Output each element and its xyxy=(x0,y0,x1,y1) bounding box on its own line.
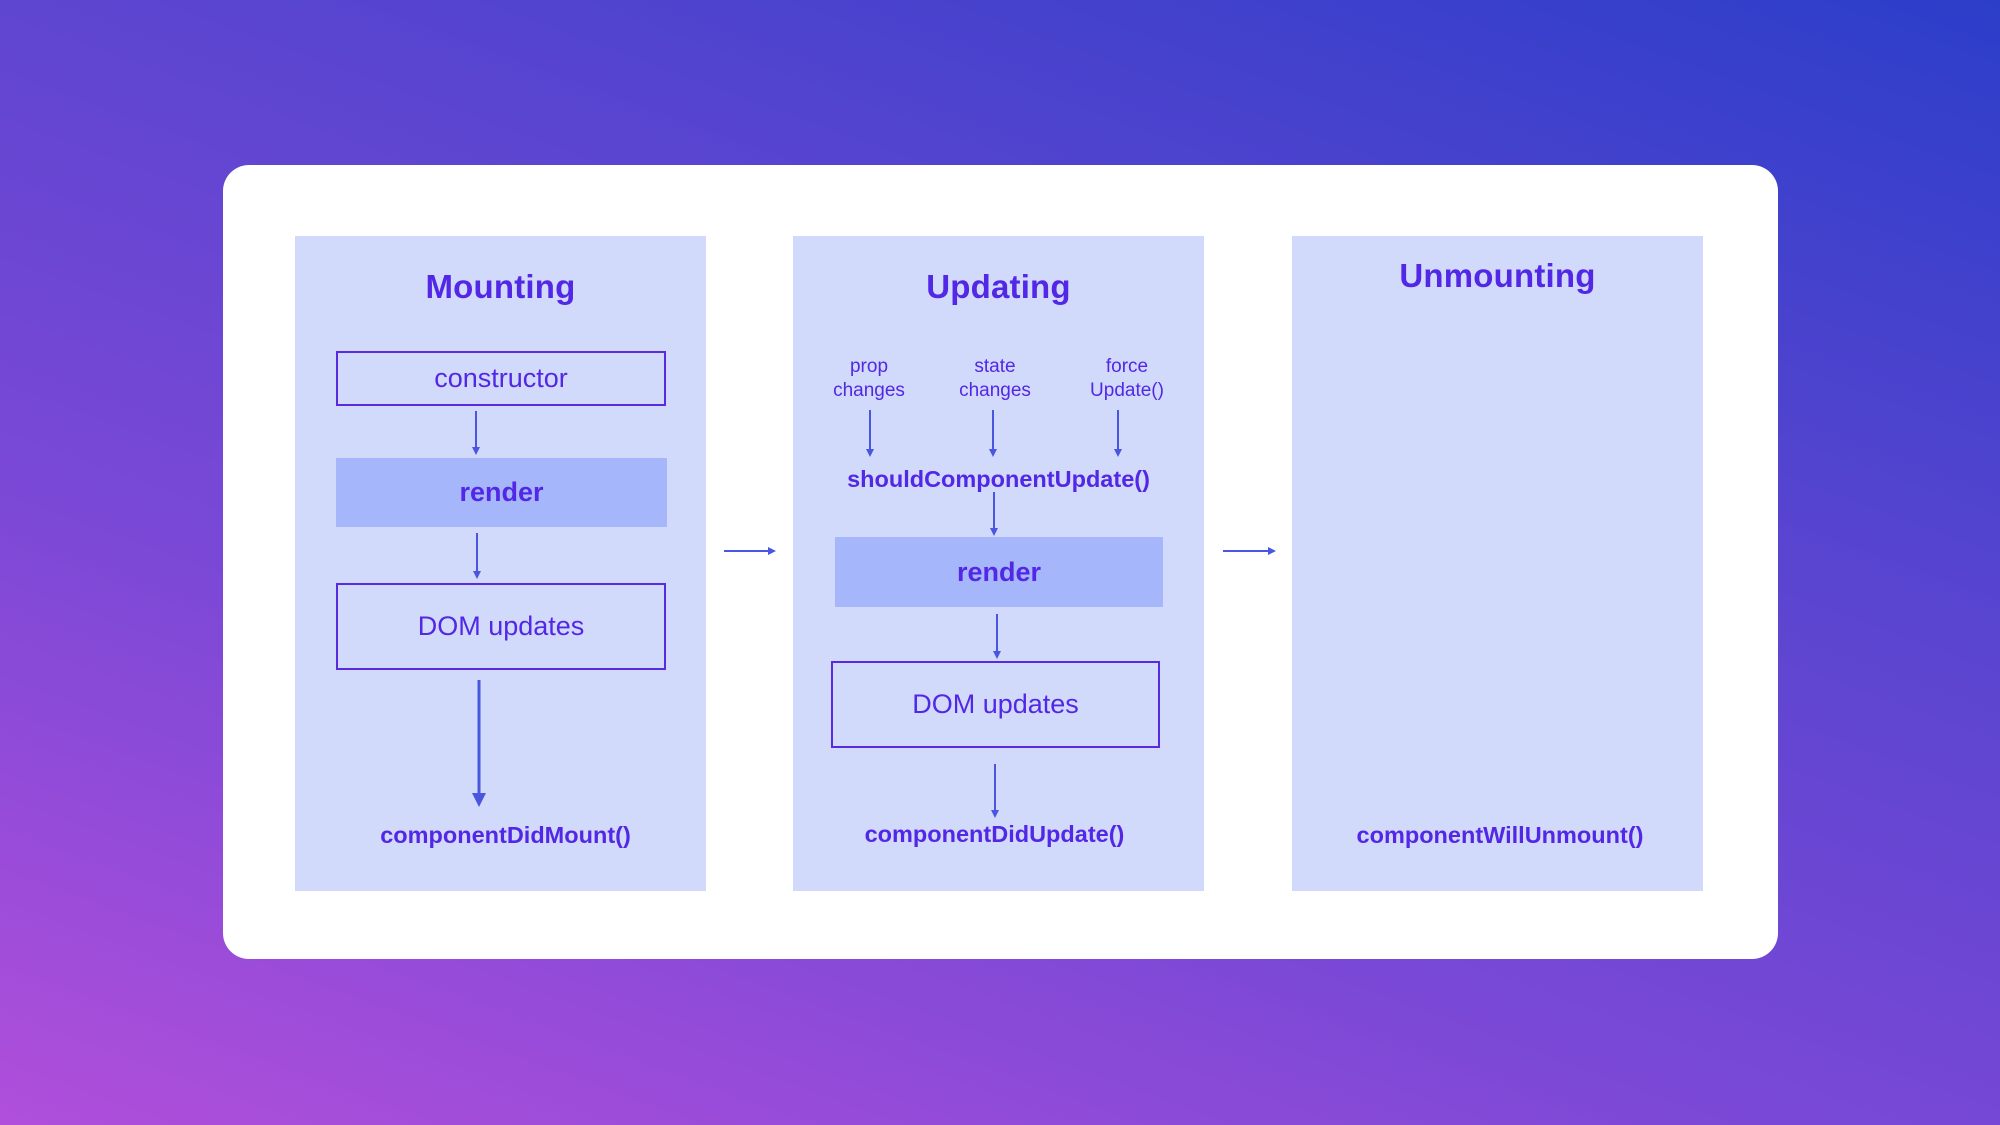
component-did-mount-label: componentDidMount() xyxy=(380,822,631,848)
unmounting-title: Unmounting xyxy=(1399,257,1596,294)
updating-render-box: render xyxy=(835,537,1163,607)
should-component-update-label: shouldComponentUpdate() xyxy=(847,466,1150,492)
state-changes-label: state changes xyxy=(959,356,1031,401)
mounting-render-box: render xyxy=(336,458,667,527)
unmounting-panel: Unmounting xyxy=(1292,236,1703,891)
mounting-title: Mounting xyxy=(425,268,576,305)
force-update-label: force Update() xyxy=(1090,356,1164,401)
component-did-update-label: componentDidUpdate() xyxy=(864,821,1125,847)
updating-dom-updates-box: DOM updates xyxy=(831,661,1160,748)
constructor-box: constructor xyxy=(336,351,666,406)
mounting-dom-updates-box: DOM updates xyxy=(336,583,666,670)
component-will-unmount-label: componentWillUnmount() xyxy=(1356,822,1644,848)
prop-changes-label: prop changes xyxy=(833,356,905,401)
updating-title: Updating xyxy=(926,268,1071,305)
mounting-panel: Mounting xyxy=(295,236,706,891)
